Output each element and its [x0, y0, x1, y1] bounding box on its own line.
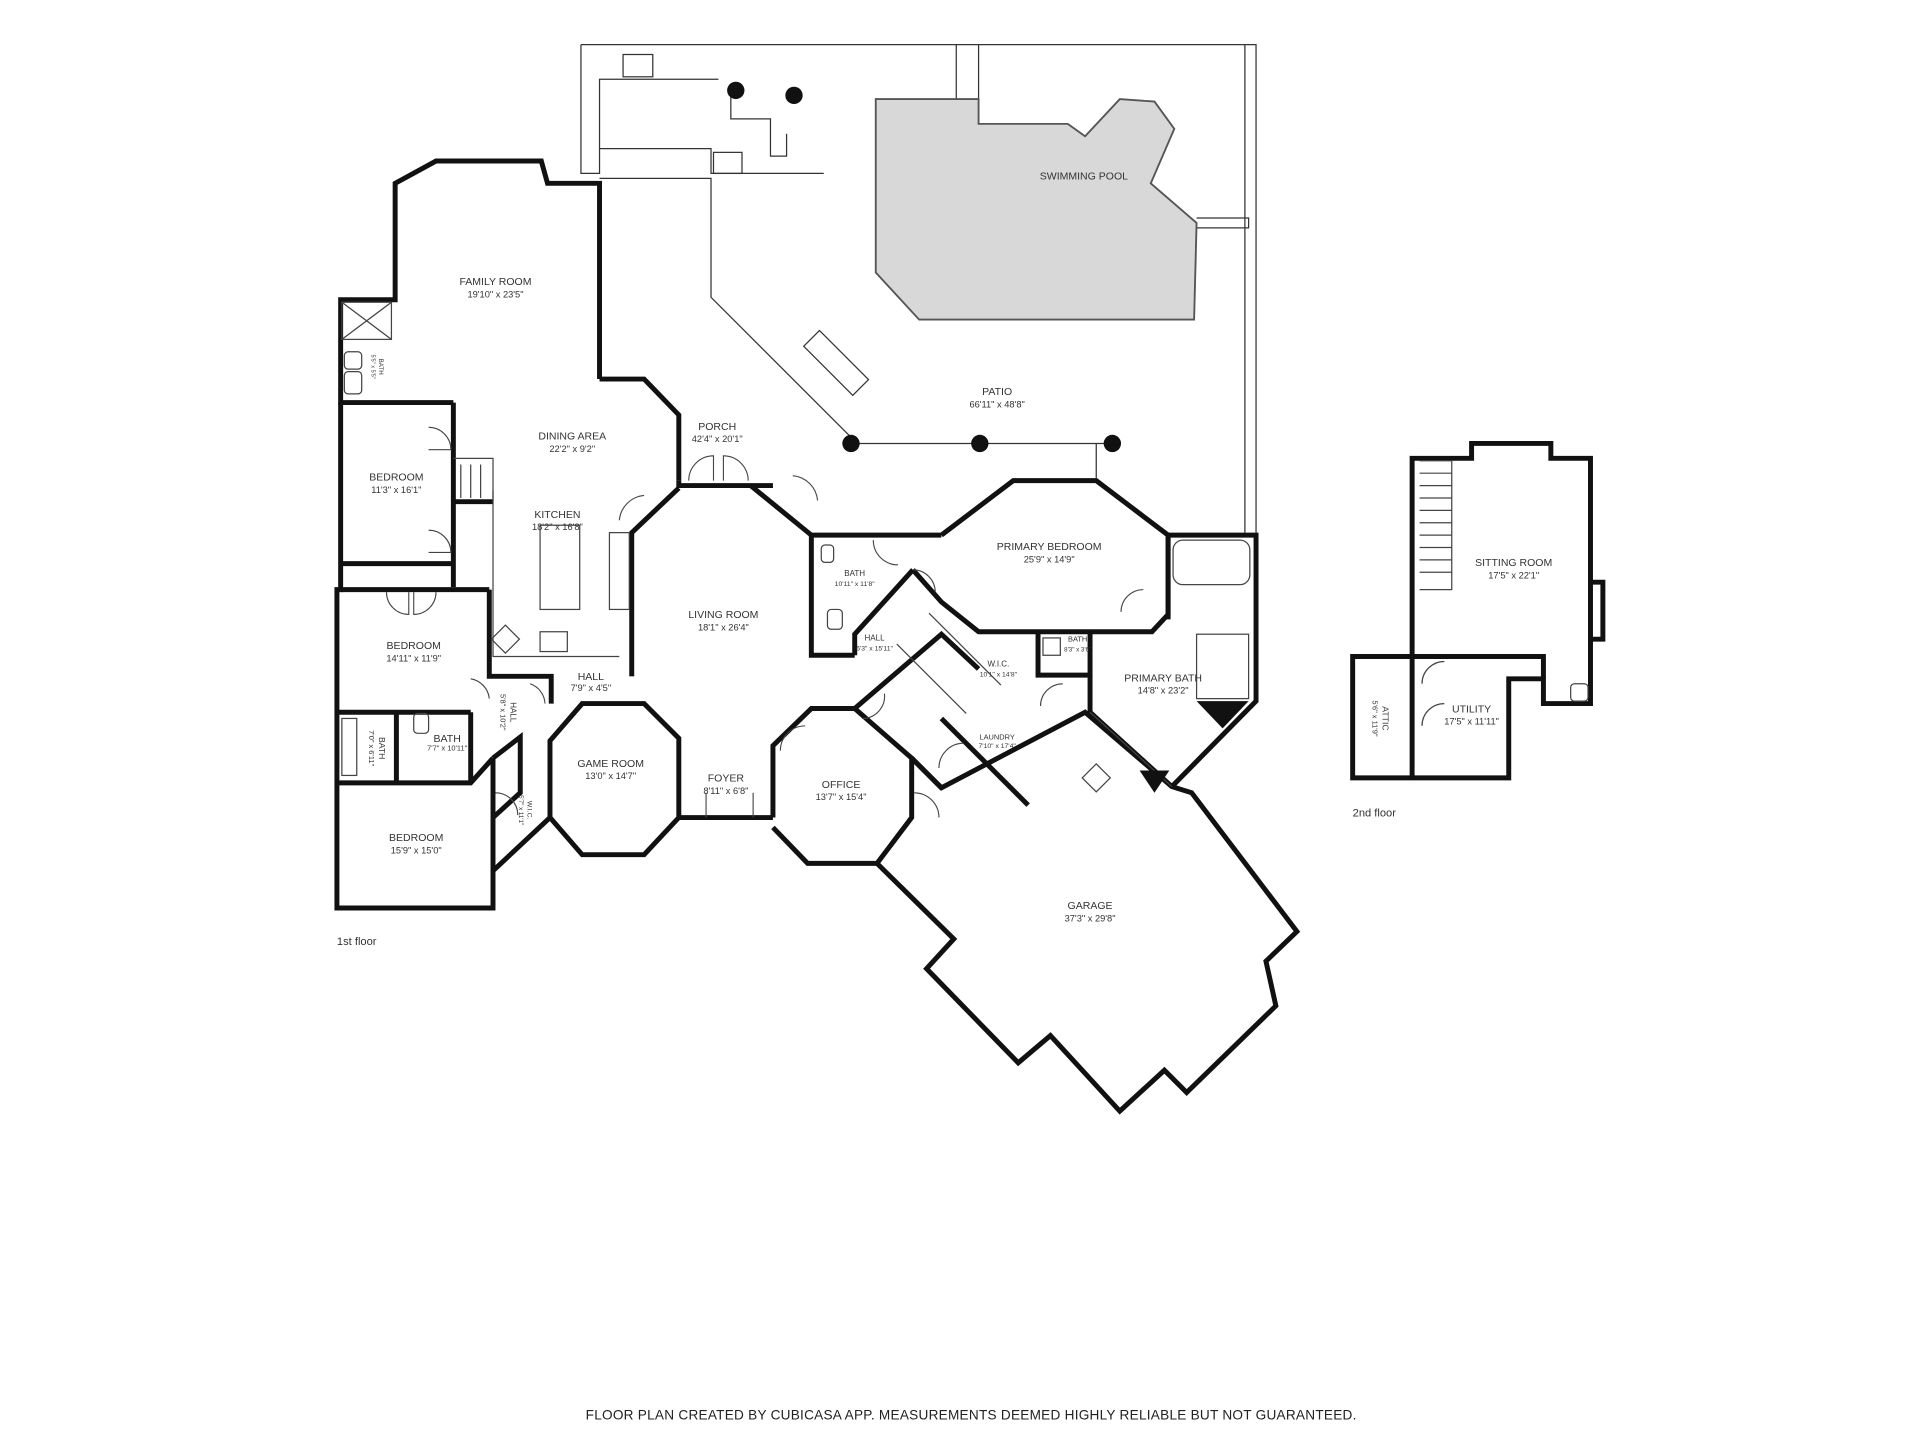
primary-bedroom-dim: 25'9" x 14'9": [1024, 554, 1075, 564]
garage-corner: [1139, 770, 1170, 793]
bath-center-name: BATH: [844, 569, 865, 578]
primary-bath-shower: [1196, 701, 1249, 729]
bedroom-1-name: BEDROOM: [369, 472, 423, 484]
bath-small-name: BATH: [1068, 635, 1087, 644]
bath-top-name: BATH: [377, 359, 384, 375]
foyer-name: FOYER: [708, 773, 745, 785]
first-floor-walls: [334, 158, 1301, 1115]
footer-disclaimer: FLOOR PLAN CREATED BY CUBICASA APP. MEAS…: [586, 1408, 1357, 1423]
swimming-pool: [874, 98, 1198, 321]
foyer-dim: 8'11" x 6'8": [703, 786, 748, 796]
living-room-dim: 18'1" x 26'4": [698, 622, 749, 632]
room-labels: SWIMMING POOL FAMILY ROOM 19'10" x 23'5"…: [337, 171, 1552, 949]
hall-small-dim: 7'9" x 4'5": [571, 683, 612, 693]
attic-name: ATTIC: [1380, 706, 1390, 730]
garage-dim: 37'3" x 29'8": [1065, 914, 1116, 924]
bedroom-1-dim: 11'3" x 16'1": [371, 485, 421, 495]
garage-name: GARAGE: [1068, 900, 1113, 912]
second-floor-label: 2nd floor: [1353, 807, 1397, 819]
laundry-name: LAUNDRY: [979, 733, 1014, 742]
primary-bath-dim: 14'8" x 23'2": [1138, 686, 1189, 696]
utility-dim: 17'5" x 11'11": [1444, 717, 1499, 727]
sitting-room-name: SITTING ROOM: [1475, 557, 1552, 569]
bath-top-dim: 5'5" x 5'5": [370, 354, 376, 378]
bedroom-3-name: BEDROOM: [389, 832, 443, 844]
second-floor-walls: [1350, 440, 1606, 781]
porch-dim: 42'4" x 20'1": [692, 434, 743, 444]
door-swings: [385, 426, 1144, 818]
bath-center-dim: 10'11" x 11'8": [835, 581, 876, 588]
dining-area-name: DINING AREA: [538, 431, 606, 443]
sitting-room-dim: 17'5" x 22'1": [1488, 570, 1539, 580]
patio-area: [580, 43, 1257, 533]
utility-name: UTILITY: [1452, 703, 1491, 715]
patio-posts: [727, 81, 1122, 453]
swimming-pool-name: SWIMMING POOL: [1040, 171, 1128, 183]
primary-bedroom-name: PRIMARY BEDROOM: [997, 541, 1102, 553]
primary-bath-name: PRIMARY BATH: [1124, 672, 1202, 684]
bath-left-dim: 7'0" x 6'11": [367, 730, 376, 766]
dining-area-dim: 22'2" x 9'2": [549, 444, 595, 454]
hall-vertical-dim: 5'8" x 10'2": [498, 694, 507, 731]
family-room-dim: 19'10" x 23'5": [467, 289, 523, 299]
kitchen-dim: 18'2" x 16'8": [532, 522, 583, 532]
hall-vertical-name: HALL: [508, 702, 517, 723]
laundry-dim: 7'10" x 17'4": [979, 743, 1017, 750]
attic-dim: 5'6" x 11'9": [1370, 700, 1379, 736]
porch-name: PORCH: [698, 421, 736, 433]
bath-left-name: BATH: [377, 737, 387, 759]
bath-mid-name: BATH: [434, 733, 461, 745]
office-dim: 13'7" x 15'4": [816, 792, 867, 802]
office-name: OFFICE: [822, 779, 861, 791]
living-room-name: LIVING ROOM: [688, 609, 758, 621]
hall-center-dim: 6'3" x 15'11": [856, 645, 893, 652]
wic-left-name: W.I.C.: [526, 801, 533, 820]
game-room-name: GAME ROOM: [577, 758, 644, 770]
wic-left-dim: 5'7" x 11'1": [517, 795, 524, 825]
patio-dim: 66'11" x 48'8": [969, 400, 1024, 410]
wic-primary-dim: 10'1" x 14'8": [980, 671, 1018, 678]
hall-small-name: HALL: [578, 671, 604, 683]
hall-center-name: HALL: [864, 633, 885, 642]
bedroom-2-name: BEDROOM: [387, 640, 441, 652]
bath-small-dim: 8'3" x 3'6": [1064, 647, 1091, 654]
first-floor-label: 1st floor: [337, 936, 377, 948]
game-room-dim: 13'0" x 14'7": [585, 771, 636, 781]
patio-name: PATIO: [982, 386, 1012, 398]
bath-mid-dim: 7'7" x 10'11": [427, 744, 468, 753]
bedroom-3-dim: 15'9" x 15'0": [391, 845, 442, 855]
family-room-name: FAMILY ROOM: [459, 276, 531, 288]
wic-primary-name: W.I.C.: [987, 659, 1009, 668]
second-floor-details: [1419, 460, 1589, 726]
bedroom-2-dim: 14'11" x 11'9": [386, 653, 441, 663]
first-floor-details: [341, 301, 1251, 793]
kitchen-name: KITCHEN: [534, 509, 580, 521]
